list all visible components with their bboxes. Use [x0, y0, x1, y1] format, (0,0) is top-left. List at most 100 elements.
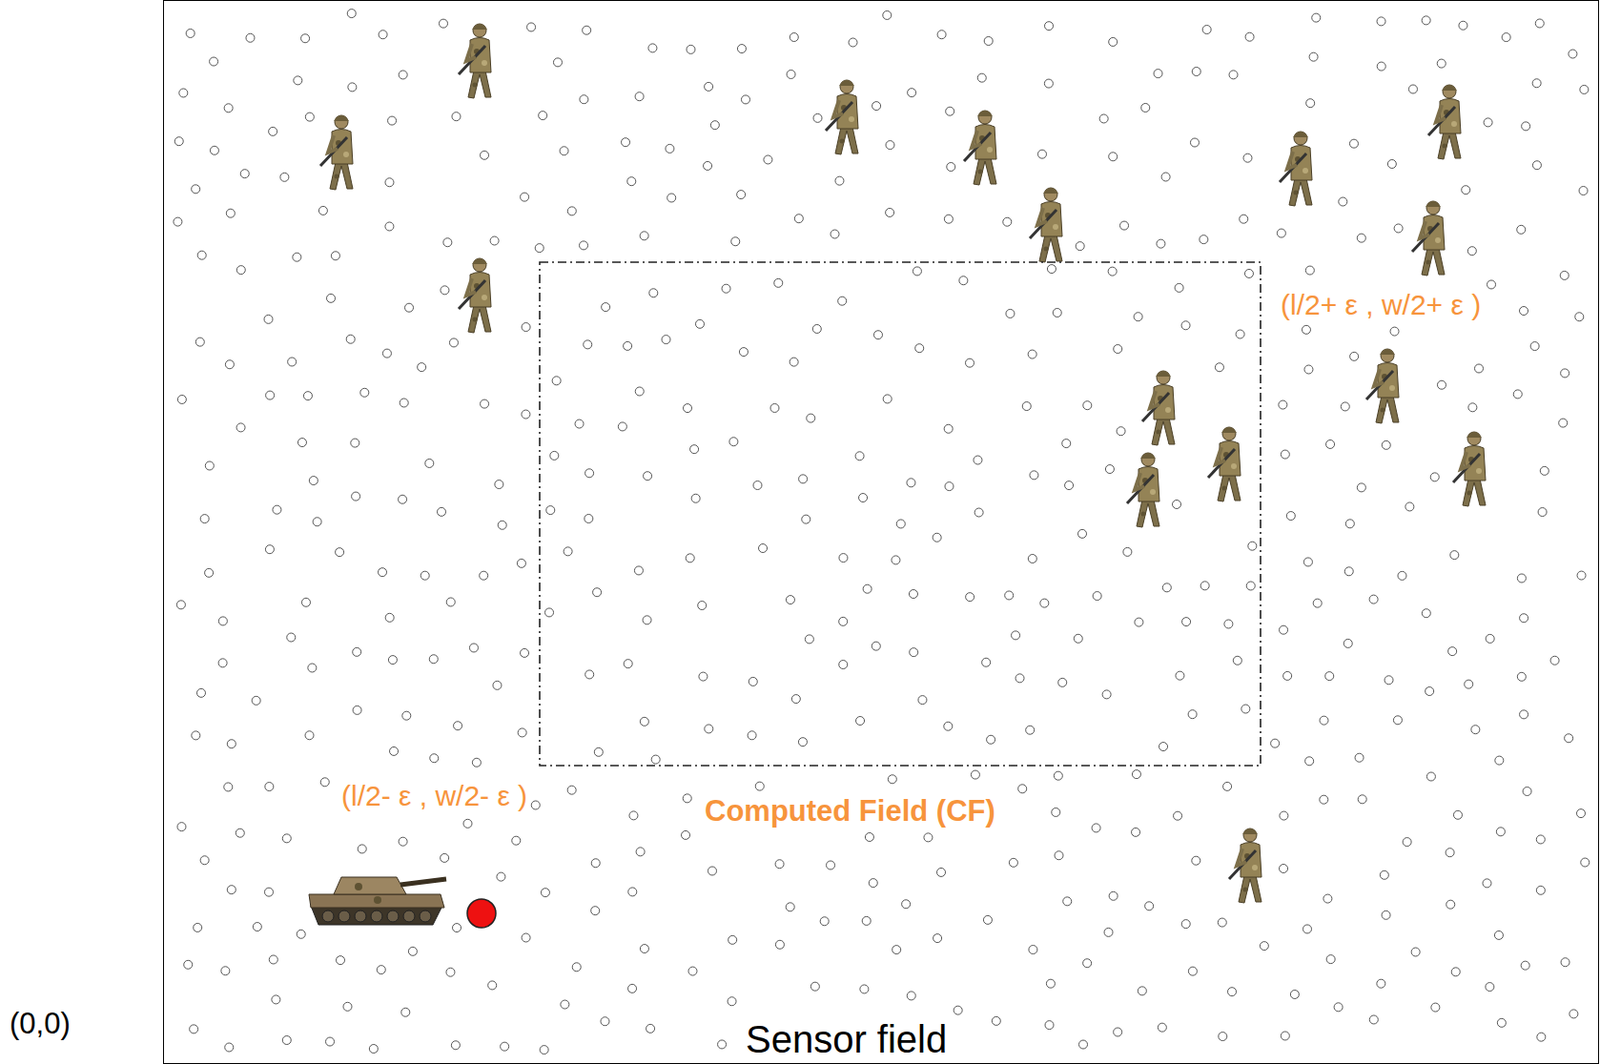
sensor-node	[1108, 891, 1118, 901]
sensor-node	[1483, 118, 1493, 127]
sensor-node	[635, 847, 645, 857]
sensor-node	[1560, 958, 1570, 967]
sensor-node	[1559, 270, 1569, 280]
sensor-node	[1312, 13, 1321, 22]
sensor-node	[1046, 979, 1055, 988]
sensor-node	[882, 10, 892, 20]
sensor-node	[1058, 677, 1067, 687]
sensor-node	[1305, 757, 1314, 766]
sensor-node	[360, 388, 370, 397]
sensor-node	[665, 143, 675, 153]
sensor-node	[835, 176, 844, 185]
sensor-nodes	[173, 9, 1590, 1055]
sensor-node	[292, 252, 302, 262]
sensor-node	[861, 916, 871, 925]
sensor-node	[1113, 1027, 1123, 1037]
sensor-node	[923, 833, 933, 842]
sensor-node	[1453, 810, 1462, 820]
event-dot	[467, 899, 496, 928]
sensor-node	[1519, 614, 1529, 623]
sensor-node	[682, 794, 692, 803]
sensor-node	[755, 781, 764, 791]
sensor-node	[982, 657, 991, 667]
sensor-node	[402, 711, 411, 720]
sensor-node	[943, 424, 953, 433]
sensor-node	[1083, 401, 1092, 411]
sensor-node	[1243, 153, 1252, 163]
sensor-node	[205, 461, 214, 471]
sensor-node	[639, 717, 649, 726]
sensor-node	[1235, 329, 1245, 339]
sensor-node	[1239, 214, 1249, 224]
sensor-node	[1319, 795, 1329, 804]
sensor-node	[369, 1045, 378, 1054]
sensor-node	[806, 413, 816, 423]
sensor-node	[748, 676, 758, 686]
sensor-node	[191, 731, 201, 740]
sensor-node	[563, 547, 573, 556]
sensor-node	[1497, 1018, 1506, 1027]
sensor-node	[848, 38, 858, 47]
sensor-node	[420, 571, 430, 580]
sensor-node	[1276, 228, 1286, 238]
sensor-node	[872, 102, 882, 111]
sensor-node	[1464, 679, 1474, 689]
sensor-node	[794, 214, 803, 224]
sensor-node	[642, 615, 652, 625]
sensor-node	[885, 207, 895, 217]
sensor-node	[388, 656, 397, 665]
sensor-node	[977, 73, 986, 83]
sensor-node	[500, 1042, 510, 1051]
sensor-node	[1387, 159, 1396, 168]
sensor-node	[635, 92, 644, 102]
sensor-node	[1369, 594, 1378, 604]
sensor-node	[591, 859, 600, 868]
sensor-node	[1312, 598, 1322, 608]
sensor-node	[691, 493, 700, 503]
sensor-node	[635, 387, 644, 396]
sensor-node	[1580, 858, 1590, 867]
sensor-node	[268, 126, 278, 136]
sensor-node	[667, 193, 677, 203]
sensor-node	[740, 95, 750, 104]
computed-field-region: Computed Field (CF)	[538, 261, 1262, 767]
sensor-node	[1569, 1009, 1579, 1019]
sensor-node	[1283, 671, 1293, 680]
sensor-node	[1306, 99, 1315, 108]
sensor-node	[1159, 742, 1169, 752]
sensor-node	[520, 192, 530, 202]
sensor-node	[251, 696, 261, 705]
sensor-node	[1008, 858, 1018, 867]
sensor-node	[1279, 863, 1289, 873]
sensor-node	[906, 478, 916, 488]
sensor-node	[1451, 967, 1460, 977]
sensor-node	[1051, 807, 1061, 817]
sensor-node	[621, 138, 631, 147]
sensor-node	[758, 544, 768, 554]
sensor-node	[440, 286, 450, 295]
tank-figure	[308, 877, 447, 925]
sensor-node	[496, 872, 506, 882]
sensor-node	[1214, 363, 1224, 372]
sensor-node	[1357, 795, 1367, 804]
sensor-node	[1576, 809, 1585, 819]
sensor-node	[177, 822, 186, 832]
sensor-node	[352, 647, 362, 657]
sensor-node	[1131, 827, 1141, 837]
sensor-node	[932, 533, 942, 542]
sensor-node	[1280, 450, 1290, 459]
sensor-node	[1181, 321, 1190, 330]
sensor-node	[643, 471, 653, 481]
sensor-node	[305, 112, 314, 122]
sensor-node	[737, 190, 746, 200]
sensor-node	[1381, 910, 1391, 920]
sensor-node	[1248, 541, 1257, 551]
sensor-node	[452, 923, 462, 933]
sensor-node	[915, 344, 924, 353]
sensor-node	[348, 82, 357, 92]
sensor-node	[271, 995, 281, 1005]
sensor-node	[539, 1046, 549, 1055]
sensor-node	[1161, 172, 1170, 182]
sensor-node	[623, 341, 633, 350]
sensor-node	[649, 288, 658, 298]
